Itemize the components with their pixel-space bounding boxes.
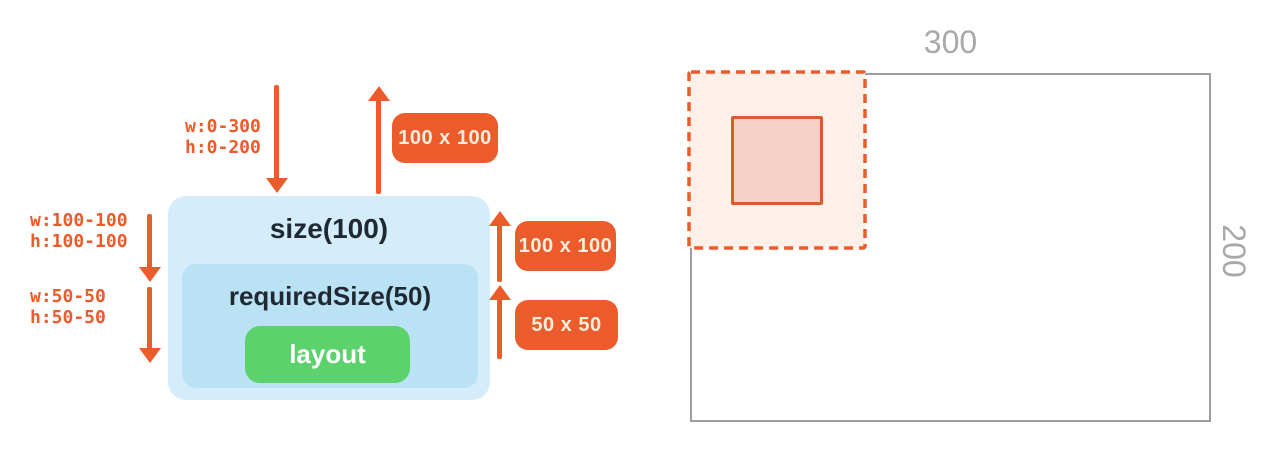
parent-height-label: 200	[1216, 224, 1252, 278]
reported-size-badge-bottom: 50 x 50	[515, 300, 618, 350]
arrow-shaft	[274, 85, 279, 180]
required-constraints-height: h:50-50	[30, 307, 106, 328]
incoming-constraints-down-arrow-icon	[266, 85, 288, 193]
size-modifier-label: size(100)	[269, 213, 389, 244]
required-constraints-width: w:50-50	[30, 286, 106, 307]
measured-content-square	[731, 116, 823, 205]
reported-size-up-arrow-icon	[368, 86, 390, 194]
arrow-shaft	[147, 214, 152, 269]
incoming-constraints-width: w:0-300	[185, 116, 261, 137]
arrow-head	[489, 211, 511, 226]
arrow-shaft	[376, 99, 381, 194]
arrow-head	[139, 267, 161, 282]
arrow-shaft	[497, 298, 502, 359]
arrow-head	[139, 348, 161, 363]
required-size-reported-up-arrow-icon	[489, 285, 511, 359]
size-constraints-width: w:100-100	[30, 210, 128, 231]
parent-width-label: 300	[923, 24, 978, 60]
size-reported-up-arrow-icon	[489, 211, 511, 282]
incoming-constraints-height: h:0-200	[185, 137, 261, 158]
size-constraints-height: h:100-100	[30, 231, 128, 252]
reported-size-badge-top: 100 x 100	[392, 113, 498, 163]
arrow-head	[489, 285, 511, 300]
required-constraints-down-arrow-icon	[139, 287, 161, 363]
reported-size-badge-middle: 100 x 100	[515, 221, 616, 271]
arrow-shaft	[497, 224, 502, 282]
required-size-modifier-label: requiredSize(50)	[228, 281, 432, 311]
arrow-head	[368, 86, 390, 101]
arrow-shaft	[147, 287, 152, 350]
size-constraints-down-arrow-icon	[139, 214, 161, 282]
layout-node-box: layout	[245, 326, 410, 383]
arrow-head	[266, 178, 288, 193]
